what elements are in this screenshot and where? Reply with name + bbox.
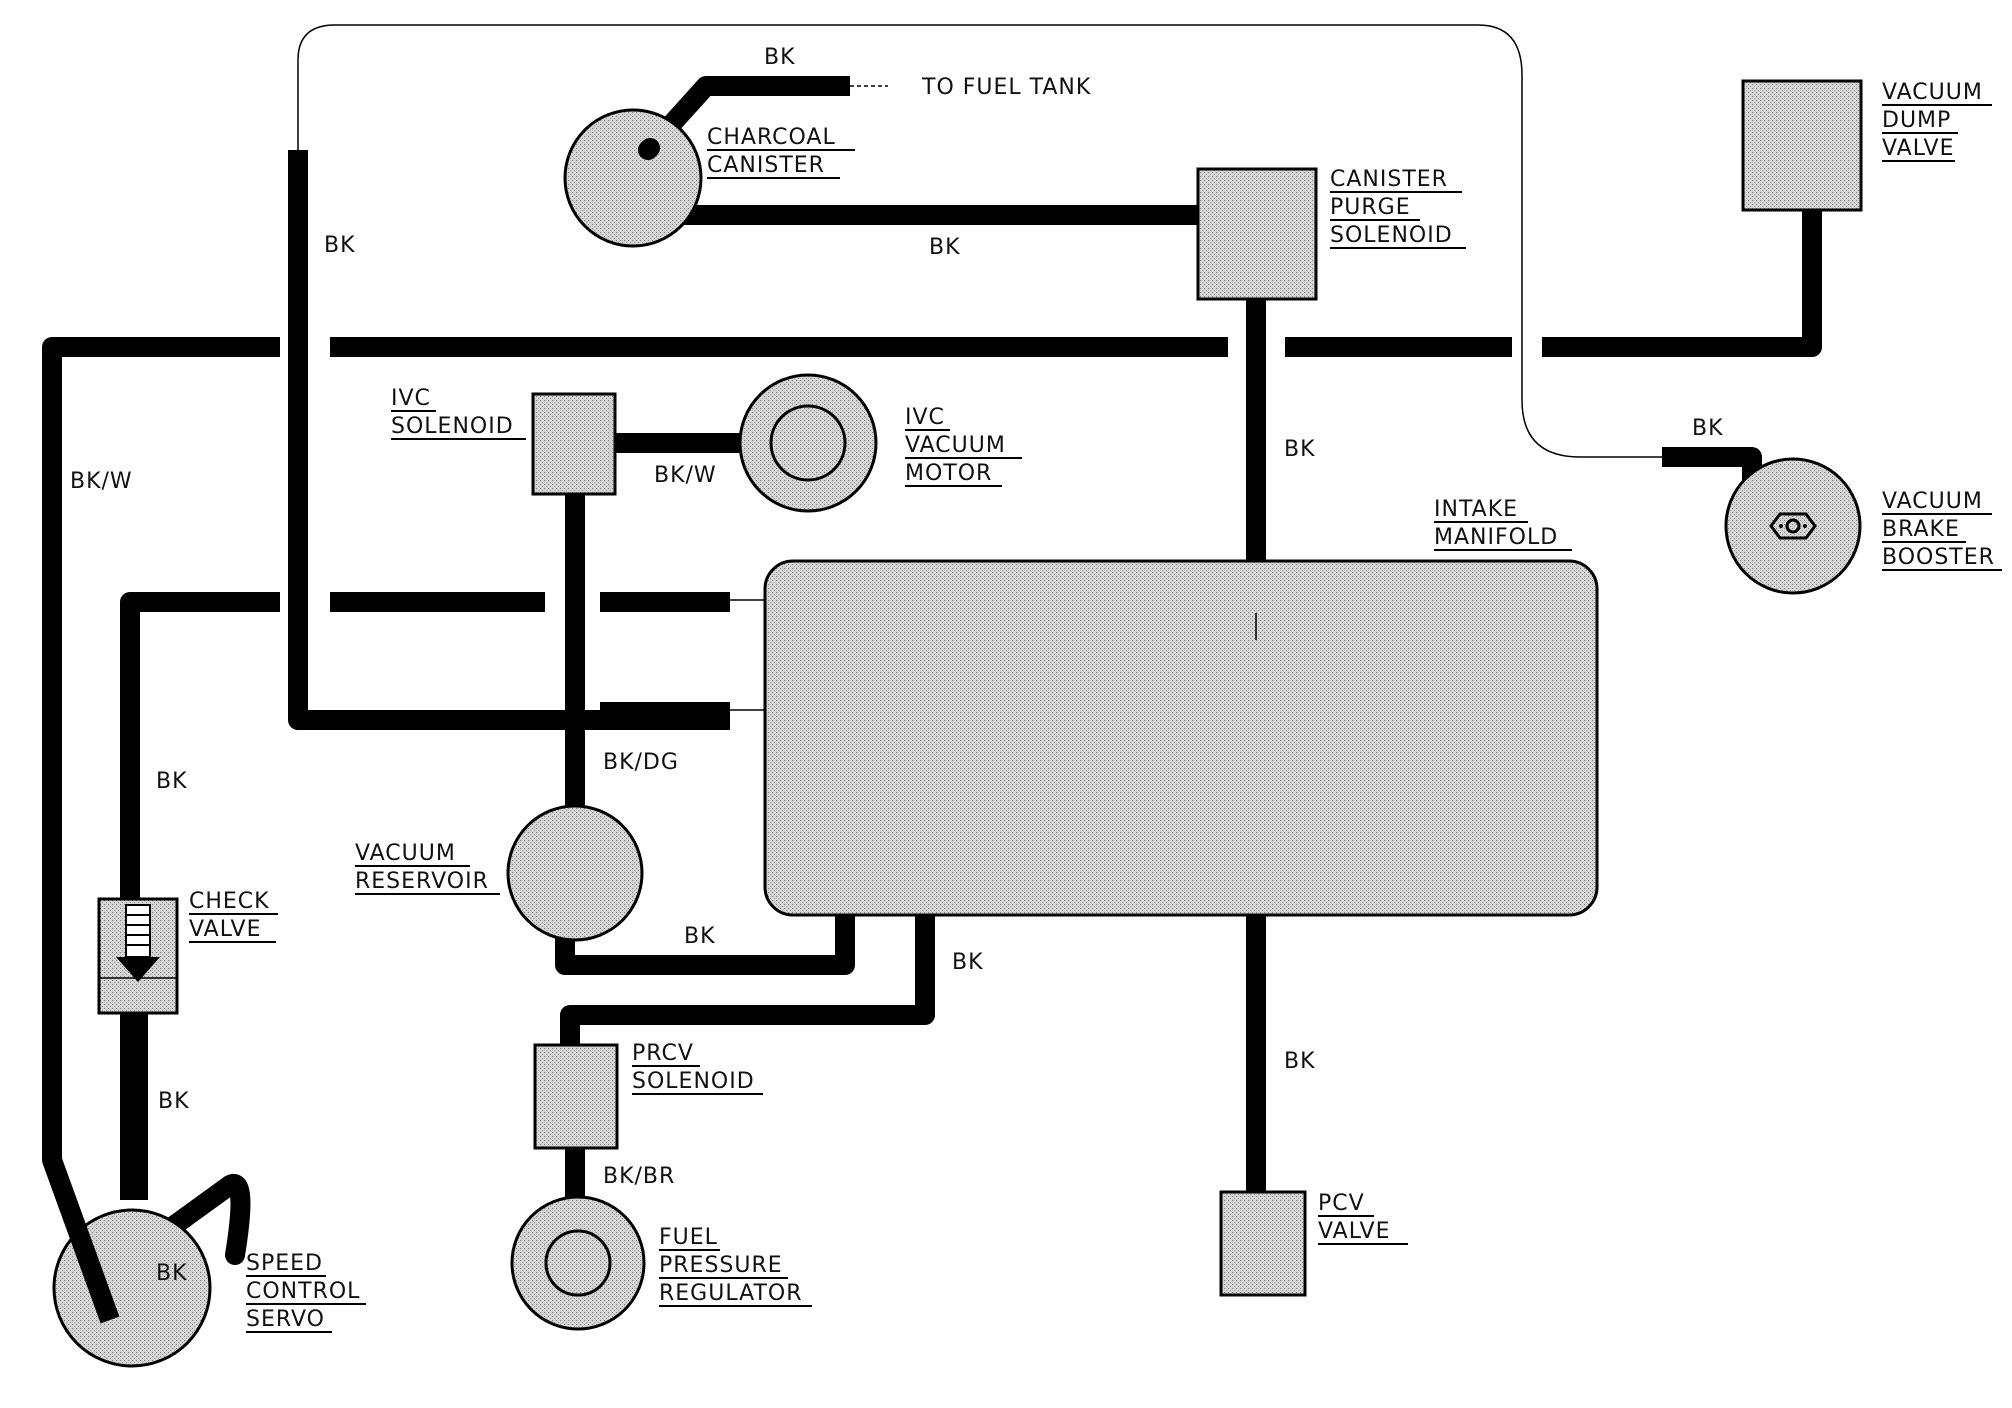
hose-label-prcv-to-manifold: BK [952,950,984,975]
canister-purge-solenoid [1196,167,1318,301]
hose-label-servo: BK [156,1261,188,1286]
pcv-valve [1219,1190,1307,1297]
hose-label-left-outer: BK/W [70,469,133,494]
intake-manifold [763,559,1599,917]
hose-label-ivc-to-motor: BK/W [654,463,717,488]
hose-servo-loop [75,1174,251,1300]
hose-prcv-to-manifold [560,915,935,1045]
hose-label-ivc-to-reservoir: BK/DG [603,750,679,775]
hose-label-canister-to-purge: BK [929,235,961,260]
hose-servo-main [42,1060,120,1324]
hose-label-check-valve-upper: BK [156,769,188,794]
booster-symbol-icon [1769,512,1817,540]
hose-label-brake-booster: BK [1692,416,1724,441]
hose-label-reservoir-to-manifold: BK [684,924,716,949]
label-to-fuel-tank: TO FUEL TANK [921,75,1091,100]
hose-canister-stub [638,138,660,160]
fuel-pressure-regulator-inner [544,1229,612,1297]
hose-label-check-valve-lower: BK [158,1089,190,1114]
hose-label-purge-to-manifold: BK [1284,437,1316,462]
label-underlines [189,104,2002,1333]
check-valve-arrow-icon [116,904,160,982]
charcoal-canister [563,108,703,248]
hose-main-top-left [42,337,280,1060]
hose-left-vertical [288,150,730,730]
prcv-solenoid [533,1043,619,1150]
hose-color-labels: BK BK BK BK BK/W BK/W BK BK/DG BK BK BK … [70,45,1724,1286]
ivc-vacuum-motor-inner [769,404,847,482]
hose-main-top-right2 [1542,203,1822,357]
ivc-solenoid [531,392,617,496]
hose-label-manifold-to-pcv: BK [1284,1049,1316,1074]
hose-label-canister-to-tank: BK [764,45,796,70]
thin-loop-line [297,24,1662,458]
hose-label-left-vertical: BK [324,233,356,258]
vacuum-brake-booster [1724,457,1862,595]
hose-label-prcv-to-regulator: BK/BR [603,1164,675,1189]
vacuum-reservoir [506,804,644,942]
vacuum-dump-valve [1741,79,1863,212]
